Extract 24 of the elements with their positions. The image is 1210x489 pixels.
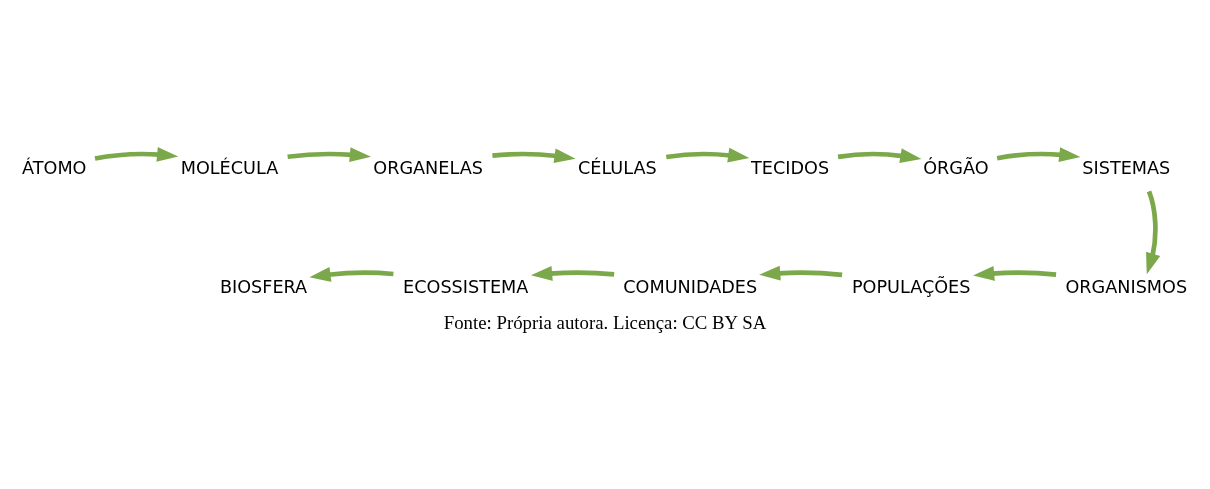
arrow [996,147,1081,163]
node-text: ORGANISMOS [1065,276,1188,297]
arrow [759,265,843,281]
node-text: ÓRGÃO [923,157,989,178]
arrow [665,147,750,163]
node-text: TECIDOS [751,157,830,178]
node-text: BIOSFERA [219,276,308,297]
node-text: CÉLULAS [577,157,657,178]
arrow [837,148,922,163]
node-text: POPULAÇÕES [851,276,971,297]
node-text: COMUNIDADES [623,276,758,297]
arrow [492,148,576,164]
arrow [94,147,179,162]
arrow [309,267,394,282]
arrow [973,266,1057,281]
arrow [287,147,371,163]
node-text: ÁTOMO [22,157,87,178]
caption: Fonte: Própria autora. Licença: CC BY SA [443,312,767,334]
node-text: ORGANELAS [373,157,483,178]
arrow [1146,190,1161,275]
node-text: SISTEMAS [1082,157,1171,178]
node-text: MOLÉCULA [180,157,279,178]
node-text: ECOSSISTEMA [403,276,529,297]
arrow [530,266,615,281]
